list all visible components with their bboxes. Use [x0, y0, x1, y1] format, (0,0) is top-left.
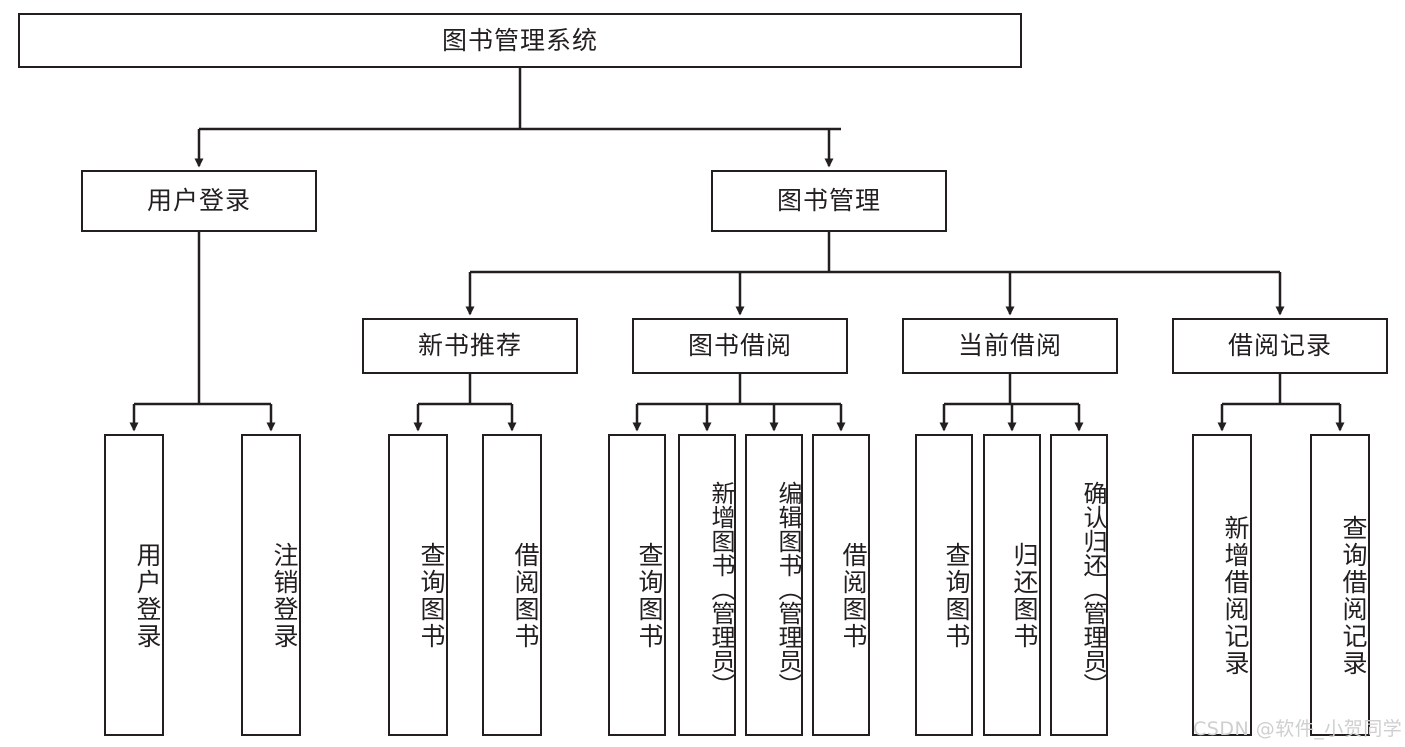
node-borrow-records[interactable]: 借阅记录 [1172, 318, 1388, 374]
node-current-borrow-label: 当前借阅 [957, 331, 1062, 361]
node-leaf-label: 注销登录 [270, 542, 299, 650]
node-user-login-label: 用户登录 [146, 186, 251, 216]
node-leaf-label: 查询图书 [942, 542, 971, 650]
node-leaf-add-book-admin[interactable]: 新增图书（管理员） [678, 434, 736, 736]
node-leaf-label: 新增图书（管理员） [707, 481, 735, 697]
node-leaf-edit-book-admin[interactable]: 编辑图书（管理员） [745, 434, 803, 736]
node-leaf-confirm-return-admin[interactable]: 确认归还（管理员） [1050, 434, 1108, 736]
node-book-management-label: 图书管理 [776, 186, 881, 216]
node-leaf-borrow-book-new[interactable]: 借阅图书 [482, 434, 542, 736]
node-book-management[interactable]: 图书管理 [711, 170, 947, 232]
node-new-book-recommend[interactable]: 新书推荐 [362, 318, 578, 374]
node-leaf-user-login[interactable]: 用户登录 [104, 434, 164, 736]
node-leaf-label: 借阅图书 [511, 542, 540, 650]
node-leaf-label: 归还图书 [1010, 542, 1039, 650]
node-leaf-label: 查询图书 [635, 542, 664, 650]
node-leaf-query-book-borrow[interactable]: 查询图书 [608, 434, 666, 736]
node-leaf-query-book-new[interactable]: 查询图书 [388, 434, 448, 736]
node-new-book-recommend-label: 新书推荐 [417, 331, 522, 361]
node-current-borrow[interactable]: 当前借阅 [902, 318, 1118, 374]
node-leaf-query-book-current[interactable]: 查询图书 [915, 434, 973, 736]
node-leaf-return-book[interactable]: 归还图书 [983, 434, 1041, 736]
node-borrow-records-label: 借阅记录 [1227, 331, 1332, 361]
node-leaf-logout[interactable]: 注销登录 [241, 434, 301, 736]
csdn-watermark: CSDN @软件_小贺同学 [1193, 718, 1403, 740]
node-user-login[interactable]: 用户登录 [81, 170, 317, 232]
node-leaf-add-borrow-record[interactable]: 新增借阅记录 [1192, 434, 1252, 736]
node-leaf-label: 编辑图书（管理员） [774, 481, 802, 697]
node-leaf-lend-book[interactable]: 借阅图书 [812, 434, 870, 736]
node-leaf-label: 查询图书 [417, 542, 446, 650]
node-leaf-label: 用户登录 [133, 542, 162, 650]
node-leaf-label: 新增借阅记录 [1221, 515, 1250, 677]
node-leaf-label: 确认归还（管理员） [1079, 481, 1107, 697]
node-book-borrow-label: 图书借阅 [687, 331, 792, 361]
node-book-borrow[interactable]: 图书借阅 [632, 318, 848, 374]
node-root-system[interactable]: 图书管理系统 [18, 13, 1022, 68]
node-leaf-label: 查询借阅记录 [1339, 515, 1368, 677]
node-leaf-query-borrow-record[interactable]: 查询借阅记录 [1310, 434, 1370, 736]
node-root-label: 图书管理系统 [441, 25, 598, 55]
node-leaf-label: 借阅图书 [839, 542, 868, 650]
